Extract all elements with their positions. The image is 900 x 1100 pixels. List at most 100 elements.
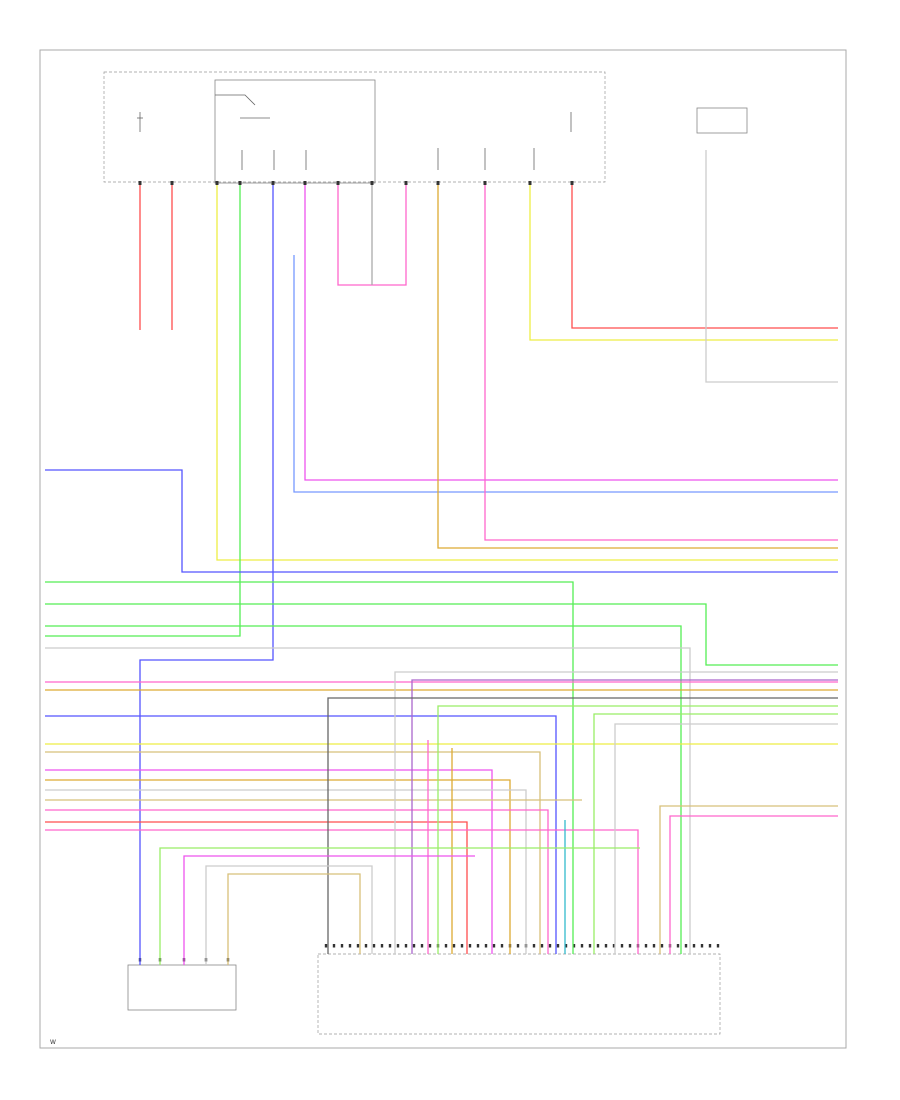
connector-pin <box>303 181 307 185</box>
wire-orange-bus-2 <box>45 779 511 954</box>
connector-pin <box>676 944 680 948</box>
connector-pin <box>604 944 608 948</box>
connector-pin <box>170 181 174 185</box>
wires <box>45 150 838 965</box>
wire-green-2 <box>45 581 574 954</box>
wire-gray-3 <box>614 723 838 954</box>
connector-pin <box>452 944 456 948</box>
wire-green-4 <box>45 625 682 954</box>
wire-gray-bus <box>45 789 527 954</box>
connector-pin <box>380 944 384 948</box>
top-connector-pins <box>138 181 574 185</box>
connector-pin <box>528 181 532 185</box>
connector-pin <box>500 944 504 948</box>
wire-magenta-bus <box>45 769 493 954</box>
wire-blue-down <box>139 185 274 965</box>
connector-pin <box>700 944 704 948</box>
connector-pin <box>612 944 616 948</box>
wire-lightblue <box>293 255 838 493</box>
connector-pin <box>716 944 720 948</box>
connector-pin <box>460 944 464 948</box>
diagram-frame <box>39 49 847 1049</box>
connector-pin <box>596 944 600 948</box>
fuse-symbols <box>137 94 572 170</box>
wire-blue-loop <box>45 469 838 573</box>
wire-pink-right-2 <box>669 815 838 954</box>
wire-green-3 <box>45 603 838 666</box>
fuse-relay-box <box>103 71 606 183</box>
connector-pin <box>356 944 360 948</box>
connector-pin <box>271 181 275 185</box>
wire-tan-bus <box>45 751 541 954</box>
wire-mag-bottom <box>183 855 475 965</box>
connector-pin <box>548 944 552 948</box>
connector-pin <box>388 944 392 948</box>
connector-pin <box>444 944 448 948</box>
connector-pin <box>580 944 584 948</box>
wire-tan-right <box>659 805 838 954</box>
connector-pin <box>404 944 408 948</box>
connector-pin <box>215 181 219 185</box>
connector-pin <box>372 944 376 948</box>
wire-gray-2 <box>45 647 691 954</box>
connector-pin <box>332 944 336 948</box>
wire-violet <box>411 679 838 954</box>
wire-yellow-right <box>529 185 838 341</box>
wire-magenta <box>304 185 838 481</box>
wire-pink-bus-3 <box>45 829 639 954</box>
connector-pin <box>570 181 574 185</box>
control-module-box <box>317 953 721 1035</box>
connector-pin <box>483 181 487 185</box>
wire-blue-bus <box>45 715 557 954</box>
bottom-connector-pins <box>138 944 720 962</box>
connector-pin <box>484 944 488 948</box>
connector-pin <box>370 181 374 185</box>
wire-pink-bus-2 <box>45 809 549 954</box>
wire-yellow <box>216 185 838 561</box>
connector-pin <box>336 181 340 185</box>
connector-pin <box>428 944 432 948</box>
connector-pin <box>644 944 648 948</box>
connector-pin <box>684 944 688 948</box>
connector-pin <box>532 944 536 948</box>
connector-pin <box>348 944 352 948</box>
connector-pin <box>572 944 576 948</box>
connector-pin <box>476 944 480 948</box>
connector-pin <box>588 944 592 948</box>
wire-lightgreen-2 <box>593 713 838 954</box>
connector-pin <box>652 944 656 948</box>
wire-green <box>45 185 241 637</box>
wire-gray-right <box>394 671 838 954</box>
connector-pin <box>412 944 416 948</box>
connector-pin <box>238 181 242 185</box>
connector-pin <box>468 944 472 948</box>
wire-tan-bottom <box>227 873 361 965</box>
connector-pin <box>324 944 328 948</box>
connector-pin <box>660 944 664 948</box>
connector-pin <box>628 944 632 948</box>
connector-pin <box>340 944 344 948</box>
connector-pin <box>692 944 696 948</box>
connector-pin <box>620 944 624 948</box>
wire-gray-bottom <box>205 865 373 965</box>
connector-pin <box>564 944 568 948</box>
relay-box <box>214 79 376 184</box>
connector-pin <box>708 944 712 948</box>
wire-pink-right <box>484 185 838 541</box>
wire-red-right <box>571 185 838 329</box>
connector-pin <box>556 944 560 948</box>
wire-lightgreen <box>437 705 838 954</box>
wire-gray-sensor <box>705 150 838 383</box>
connector-pin <box>396 944 400 948</box>
wire-orange <box>437 185 838 549</box>
connector-pin <box>436 181 440 185</box>
footer-code: W <box>50 1039 56 1046</box>
connector-pin <box>420 944 424 948</box>
connector-pin <box>404 181 408 185</box>
connector-pin <box>492 944 496 948</box>
wire-red-bus <box>45 821 468 954</box>
connector-pin <box>138 181 142 185</box>
wire-dark <box>327 697 838 954</box>
sensor-box <box>696 107 748 134</box>
